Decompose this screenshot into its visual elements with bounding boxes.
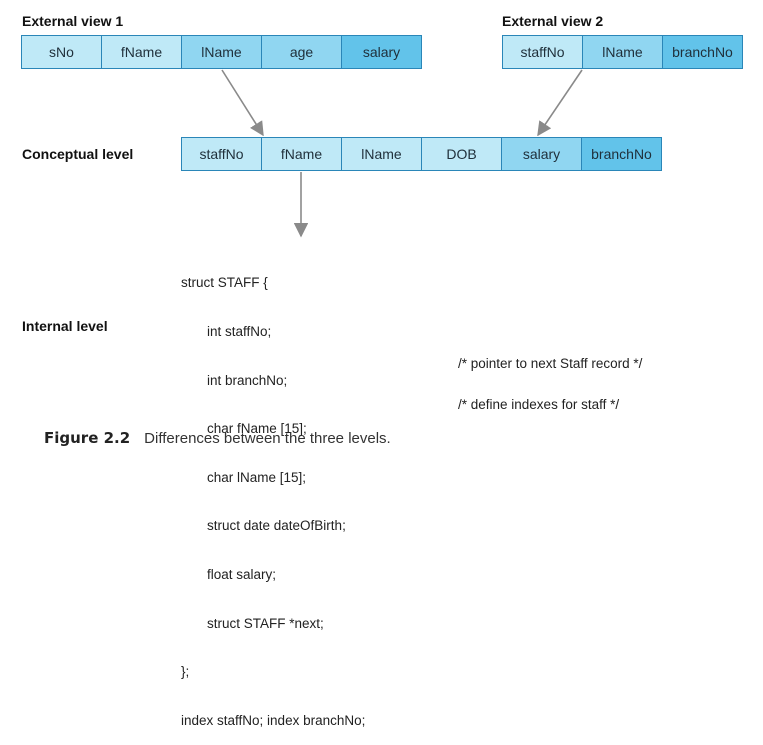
mapping-arrows (221, 69, 583, 238)
conceptual-field-salary: salary (502, 138, 582, 170)
external-view-1-record: sNo fName lName age salary (21, 35, 422, 69)
ev1-field-sNo: sNo (22, 36, 102, 68)
comment-indexes: /* define indexes for staff */ (458, 397, 620, 412)
ev1-field-salary: salary (342, 36, 421, 68)
external-view-1-label: External view 1 (22, 13, 124, 29)
code-line: int branchNo; (207, 372, 288, 388)
code-line: struct STAFF { (181, 275, 268, 291)
code-line: struct date dateOfBirth; (207, 518, 346, 534)
figure-caption: Figure 2.2 Differences between the three … (44, 429, 391, 447)
code-line: index staffNo; index branchNo; (181, 712, 366, 728)
external-view-2-label: External view 2 (502, 13, 604, 29)
figure-number: Figure 2.2 (44, 429, 131, 447)
external-view-2-record: staffNo lName branchNo (502, 35, 743, 69)
ev1-field-fName: fName (102, 36, 182, 68)
figure-caption-text: Differences between the three levels. (144, 430, 391, 447)
ev2-field-branchNo: branchNo (663, 36, 742, 68)
code-line: float salary; (207, 567, 277, 583)
code-line: struct STAFF *next; (207, 615, 324, 631)
internal-level-label: Internal level (22, 318, 108, 334)
ev1-field-age: age (262, 36, 342, 68)
ev2-field-lName: lName (583, 36, 663, 68)
arrow-ev2-to-conceptual (537, 69, 583, 137)
arrow-ev1-to-conceptual (221, 69, 264, 137)
ev2-field-staffNo: staffNo (503, 36, 583, 68)
conceptual-record: staffNo fName lName DOB salary branchNo (181, 137, 662, 171)
conceptual-field-DOB: DOB (422, 138, 502, 170)
conceptual-field-branchNo: branchNo (582, 138, 661, 170)
comment-next-pointer: /* pointer to next Staff record */ (458, 356, 643, 371)
code-line: char lName [15]; (207, 469, 307, 485)
conceptual-field-staffNo: staffNo (182, 138, 262, 170)
conceptual-field-lName: lName (342, 138, 422, 170)
conceptual-field-fName: fName (262, 138, 342, 170)
internal-code-block: struct STAFF { int staffNo; int branchNo… (181, 243, 365, 745)
code-line: int staffNo; (207, 324, 272, 340)
code-line: }; (181, 664, 190, 680)
ev1-field-lName: lName (182, 36, 262, 68)
code-line: char fName [15]; (207, 421, 307, 437)
conceptual-level-label: Conceptual level (22, 146, 134, 162)
